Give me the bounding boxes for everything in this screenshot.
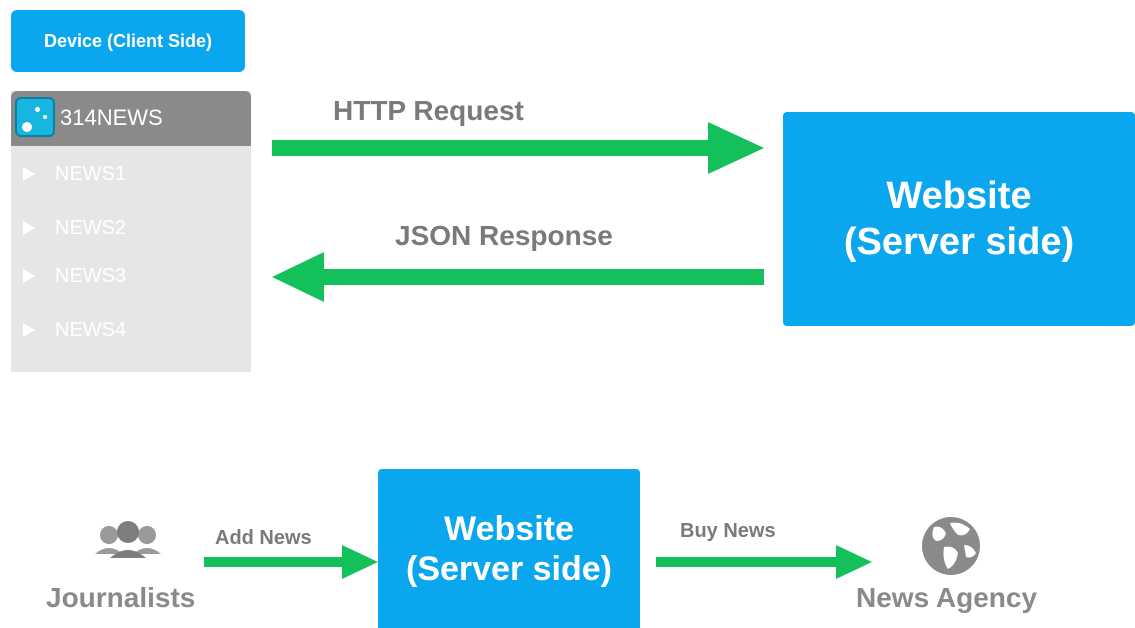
http-request-arrow [272,122,764,174]
play-arrow-icon [23,221,35,235]
news-list-item[interactable]: NEWS1 [23,159,126,189]
journalists-label: Journalists [46,582,196,613]
buy-news-label: Buy News [680,520,776,542]
news-list-item[interactable]: NEWS2 [23,213,126,243]
http-request-label: HTTP Request [333,95,524,126]
journalists-icon [95,521,161,558]
buy-news-arrow [656,545,872,579]
app-logo-icon [15,97,55,137]
server-subtitle: (Server side) [406,549,612,588]
news-item-label: NEWS2 [55,216,127,239]
news-item-label: NEWS1 [55,162,127,185]
play-arrow-icon [23,269,35,283]
server-title: Website [886,175,1032,217]
globe-icon [922,517,980,575]
play-arrow-icon [23,323,35,337]
json-response-label: JSON Response [395,220,613,251]
server-subtitle: (Server side) [843,221,1075,263]
news-list-item[interactable]: NEWS3 [23,261,126,291]
app-screen: 314NEWS NEWS1 NEWS2 NEWS3 NEWS4 [11,91,251,372]
website-server-box: Website (Server side) [783,112,1135,326]
news-agency-label: News Agency [856,582,1038,613]
device-client-label: Device (Client Side) [11,10,245,72]
server-title: Website [444,509,574,548]
add-news-arrow [204,545,378,579]
app-header: 314NEWS [11,91,251,146]
news-list-item[interactable]: NEWS4 [23,315,126,345]
app-title: 314NEWS [60,105,163,130]
news-item-label: NEWS4 [55,318,127,341]
website-server-box-bottom: Website (Server side) [378,469,640,628]
play-arrow-icon [23,167,35,181]
news-item-label: NEWS3 [55,264,127,287]
add-news-label: Add News [215,527,312,549]
json-response-arrow [272,252,764,302]
